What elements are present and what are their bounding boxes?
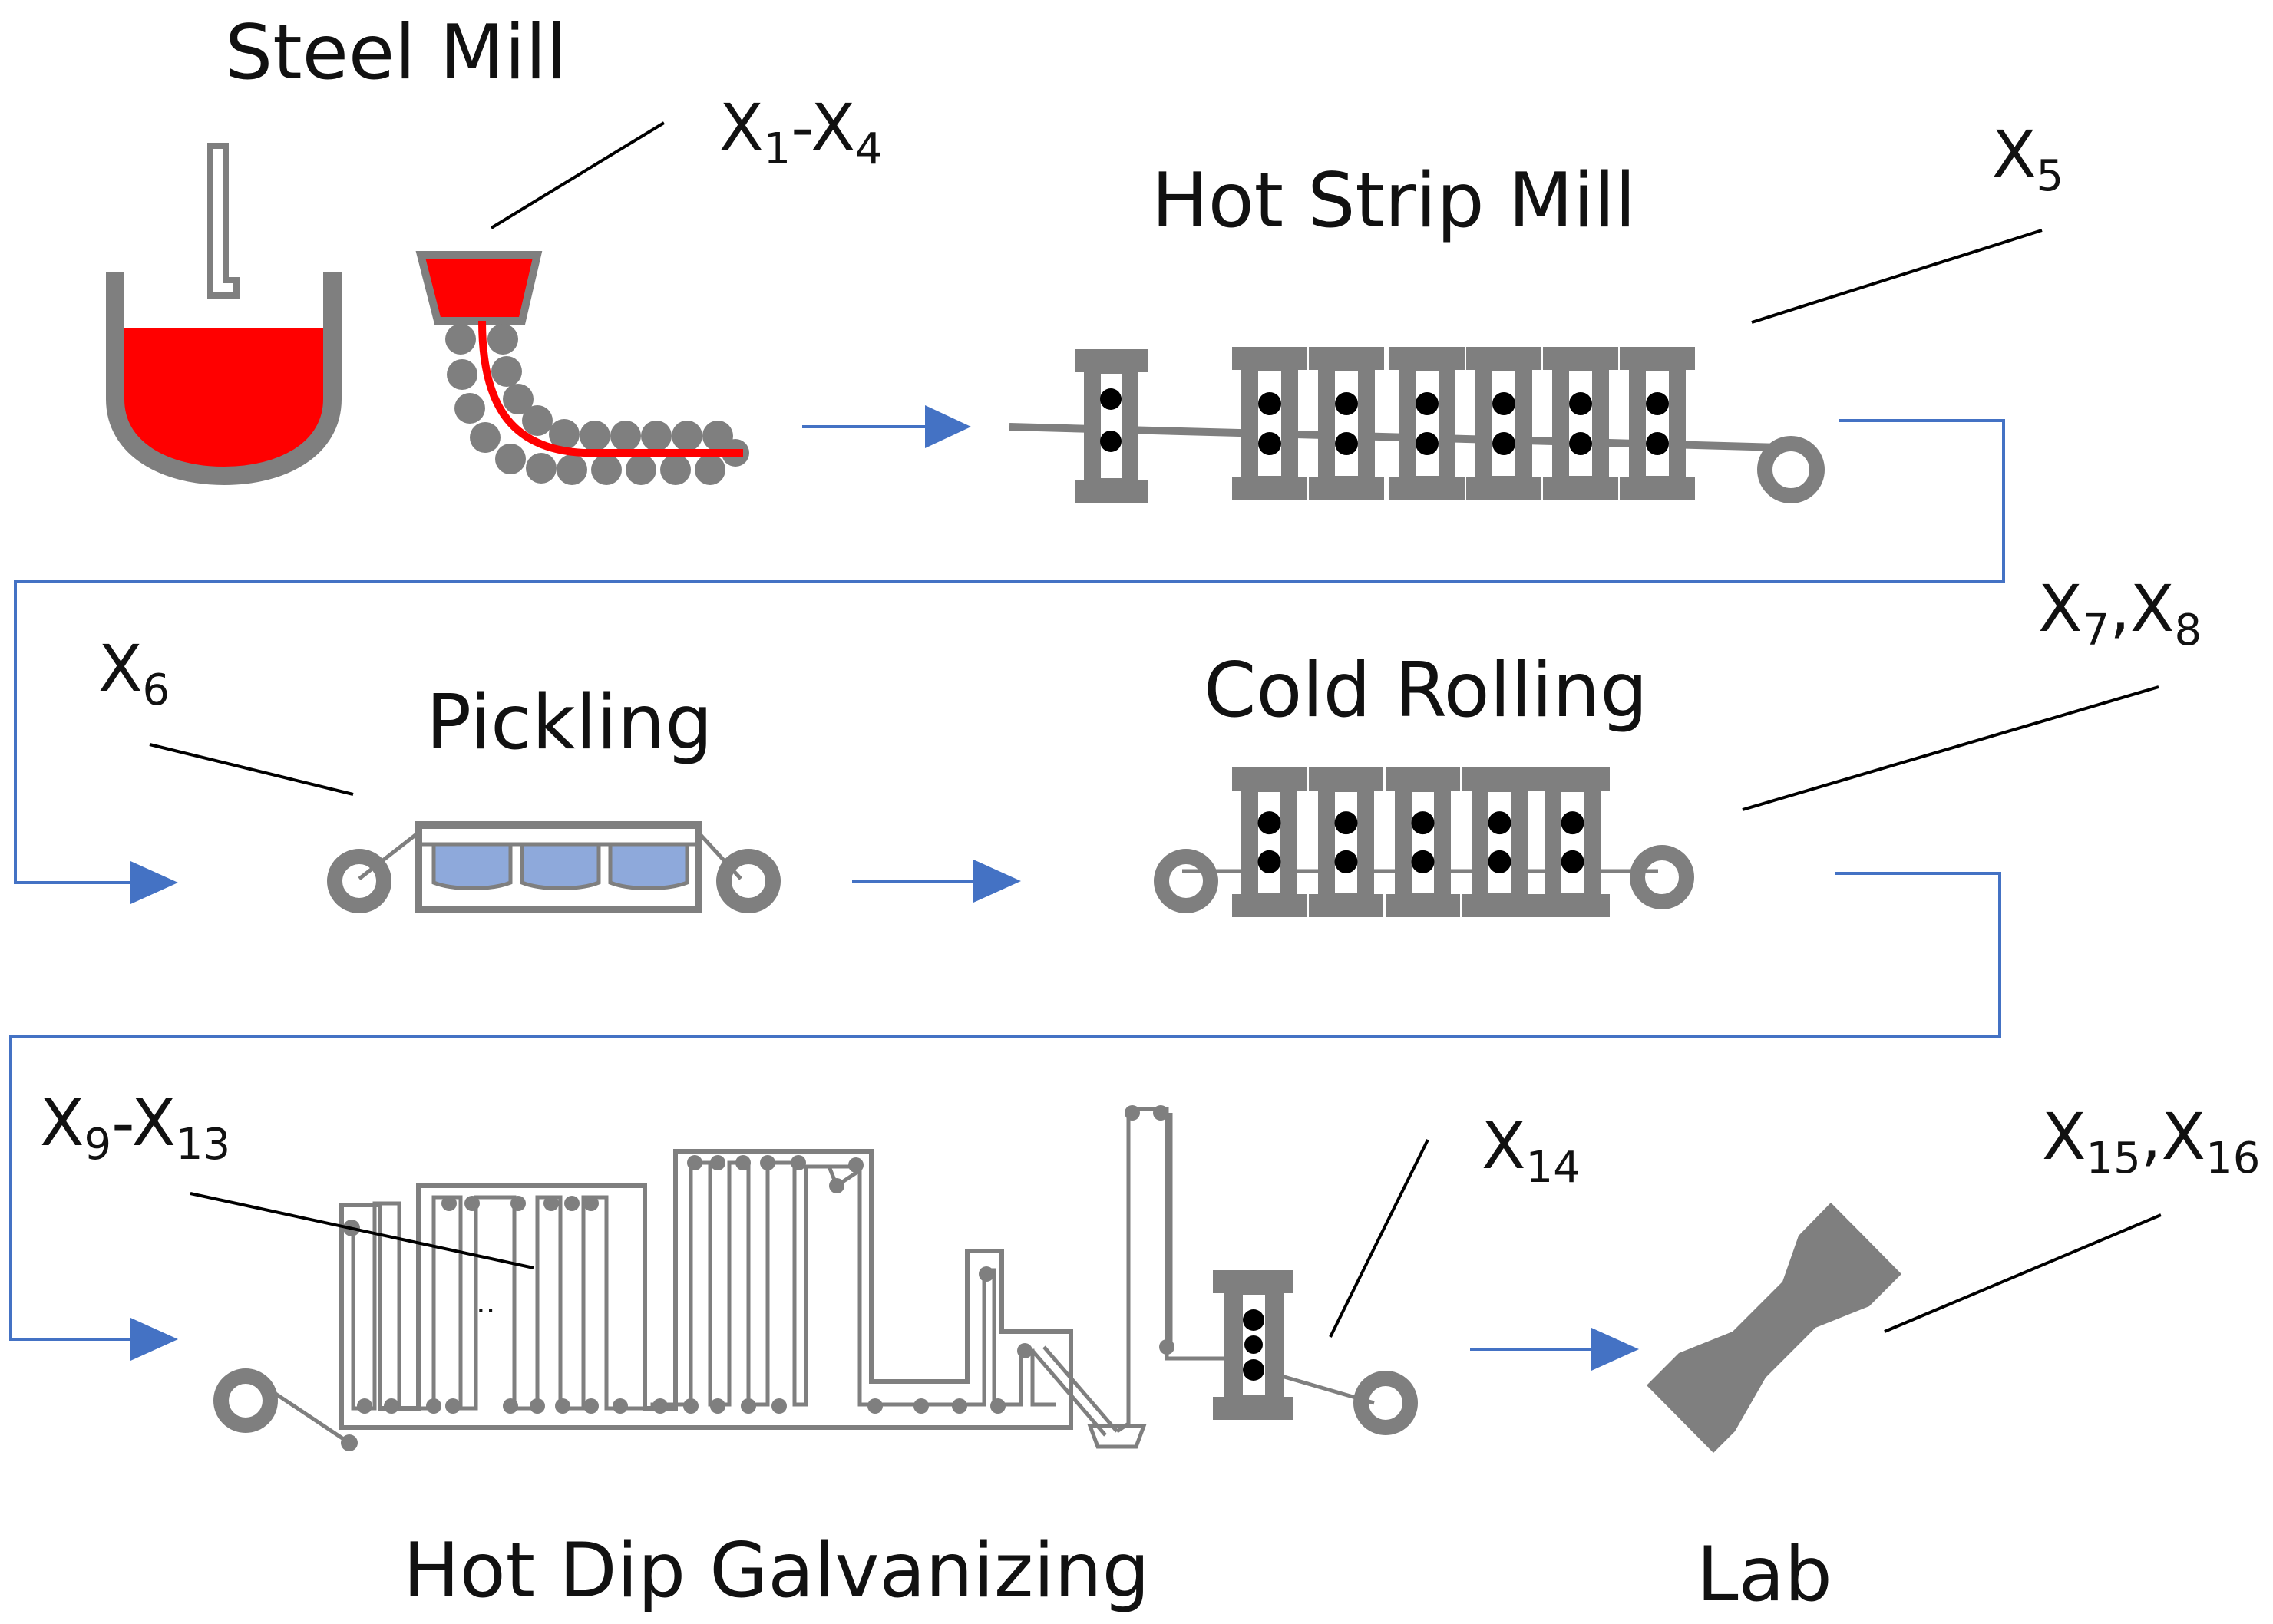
recoiler	[716, 849, 781, 913]
cold-rolling-stands	[1232, 767, 1610, 917]
mill-stand	[1543, 347, 1618, 500]
tower	[1115, 1107, 1236, 1434]
arrow-head	[973, 860, 1021, 903]
title-steel-mill: Steel Mill	[225, 9, 567, 97]
connector-cold-rolling-to-galvanizing	[9, 872, 2001, 1341]
mill-stand	[1535, 767, 1610, 917]
furnace-outline	[339, 1149, 1073, 1430]
stage-titles: Steel Mill Hot Strip Mill Pickling Cold …	[225, 9, 1832, 1619]
mill-stand	[1462, 767, 1537, 917]
vars-steel-mill: X1-X4	[719, 90, 883, 174]
vars-skin-pass: X14	[1482, 1108, 1581, 1193]
connector-hot-strip-to-pickling	[14, 419, 2005, 884]
uncoiler	[213, 1368, 278, 1433]
galvanizing-rolls	[341, 1105, 1174, 1451]
caster-rolls	[445, 324, 749, 485]
mill-stand	[1309, 347, 1384, 500]
uncoiler	[327, 849, 391, 913]
arrow-head-to-galvanizing	[130, 1318, 178, 1361]
cast-strand	[478, 320, 743, 457]
mill-stand	[1620, 347, 1695, 500]
roughing-stand	[1075, 349, 1148, 503]
vars-pickling: X6	[98, 631, 170, 715]
title-lab: Lab	[1696, 1531, 1832, 1619]
title-pickling: Pickling	[426, 679, 713, 767]
snout	[1031, 1349, 1107, 1437]
arrow-head-to-pickling	[130, 861, 178, 904]
arrow-head	[1591, 1328, 1639, 1371]
skin-pass-stand	[1213, 1270, 1293, 1420]
ladle-molten-steel	[123, 328, 325, 468]
coiler	[1757, 436, 1825, 503]
ladle-lance	[207, 143, 240, 299]
vars-hot-strip-mill: X5	[1992, 117, 2063, 201]
cold-rolling-mill	[1154, 767, 1694, 917]
uncoiler	[1154, 849, 1218, 913]
galvanizing-ellipsis: ..	[476, 1285, 495, 1320]
steel-mill-ladle	[106, 143, 342, 486]
tundish	[415, 251, 543, 325]
recoiler	[1353, 1371, 1418, 1435]
finishing-stands	[1232, 347, 1695, 500]
galvanizing-line	[213, 1107, 1418, 1449]
arrow-head	[925, 405, 971, 448]
continuous-caster	[415, 251, 749, 485]
title-hot-strip-mill: Hot Strip Mill	[1151, 157, 1636, 245]
hot-strip-mill	[1009, 347, 1825, 503]
mill-stand	[1386, 767, 1460, 917]
pickling-line	[327, 821, 781, 913]
flow-connectors	[9, 419, 2005, 1341]
flow-arrows	[130, 405, 1639, 1371]
mill-stand	[1232, 767, 1307, 917]
ladle-vessel	[106, 272, 342, 486]
mill-stand	[1309, 767, 1383, 917]
vars-lab: X15,X16	[2042, 1099, 2260, 1183]
vars-galvanizing: X9-X13	[40, 1085, 230, 1170]
pickling-baths	[431, 842, 689, 890]
mill-stand	[1389, 347, 1465, 500]
leader-lines	[149, 121, 2162, 1338]
mill-stand	[1232, 347, 1307, 500]
tensile-specimen	[1647, 1203, 1901, 1453]
strip-path	[351, 1160, 1056, 1411]
title-hot-dip-galvanizing: Hot Dip Galvanizing	[403, 1527, 1150, 1615]
variable-labels: X1-X4 X5 X6 X7,X8 X9-X13 X14 X15,X16	[40, 90, 2260, 1193]
vars-cold-rolling: X7,X8	[2038, 571, 2202, 655]
recoiler	[1630, 845, 1694, 909]
title-cold-rolling: Cold Rolling	[1204, 647, 1648, 734]
mill-stand	[1466, 347, 1541, 500]
